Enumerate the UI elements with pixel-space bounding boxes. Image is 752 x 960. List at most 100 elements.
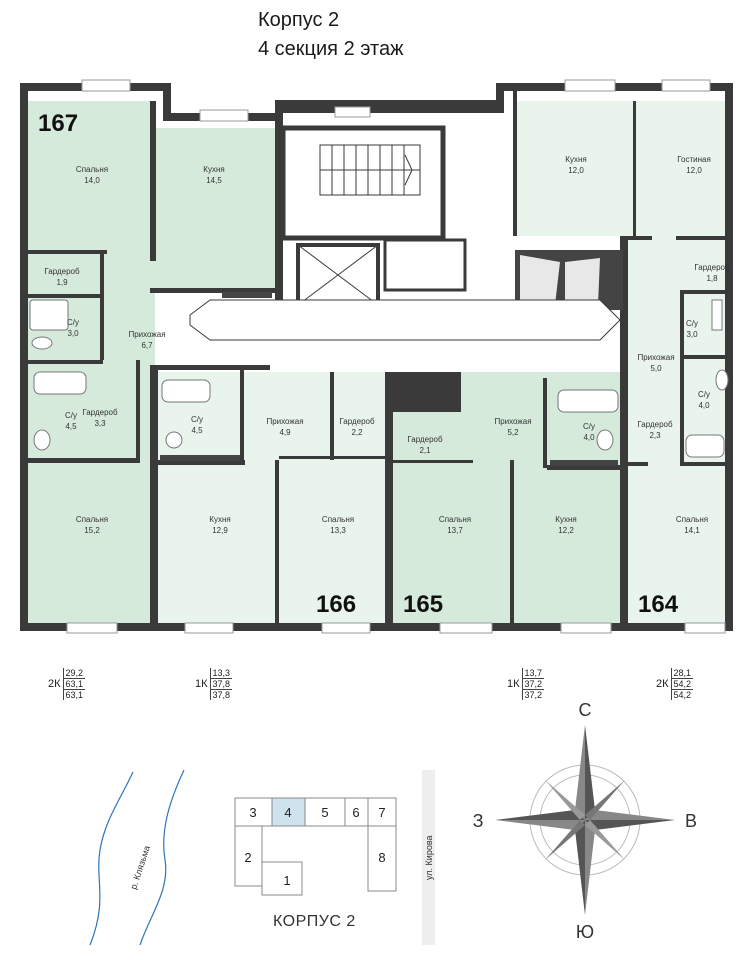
room-area: 12,9 xyxy=(212,526,228,535)
room-area: 1,9 xyxy=(56,278,68,287)
tag-rooms: 2К xyxy=(48,678,61,690)
apt-tag-166: 1К 13,3 37,8 37,8 xyxy=(195,668,233,700)
room-name: Кухня xyxy=(209,515,230,524)
room-name: С/у xyxy=(698,390,710,399)
site-plan: ул. Кирова 3 4 5 6 7 2 1 8 xyxy=(234,770,435,945)
tag-total-area-2: 63,1 xyxy=(65,690,84,700)
compass-west: З xyxy=(473,811,484,831)
stair-core xyxy=(280,125,623,310)
tag-living-area: 13,7 xyxy=(522,668,545,679)
room-name: С/у xyxy=(583,422,595,431)
room-area: 2,3 xyxy=(649,431,661,440)
compass-east: В xyxy=(685,811,697,831)
room-name: Гардероб xyxy=(407,435,443,444)
room-name: С/у xyxy=(65,411,77,420)
section-8 xyxy=(367,825,397,892)
room-area: 4,0 xyxy=(698,401,710,410)
room-name: Гостиная xyxy=(677,155,711,164)
section-5 xyxy=(304,797,346,827)
apt-165-fill xyxy=(393,372,626,623)
room-name: Прихожая xyxy=(266,417,303,426)
river-map xyxy=(89,769,185,946)
section-7 xyxy=(367,797,397,827)
room-area: 12,0 xyxy=(568,166,584,175)
tag-rooms: 1К xyxy=(507,678,520,690)
page-subtitle: 4 секция 2 этаж xyxy=(258,38,404,60)
tag-total-area-2: 37,2 xyxy=(524,690,543,700)
apt-number-164: 164 xyxy=(638,591,679,618)
compass-south: Ю xyxy=(576,922,594,942)
room-area: 4,9 xyxy=(279,428,291,437)
tag-living-area: 29,2 xyxy=(63,668,86,679)
apt-number-166: 166 xyxy=(316,591,356,618)
room-name: С/у xyxy=(67,318,79,327)
room-name: Спальня xyxy=(439,515,471,524)
interior-walls xyxy=(27,101,726,627)
room-area: 4,0 xyxy=(583,433,595,442)
room-area: 3,0 xyxy=(67,329,79,338)
room-area: 2,1 xyxy=(419,446,431,455)
room-area: 15,2 xyxy=(84,526,100,535)
tag-living-area: 13,3 xyxy=(210,668,233,679)
room-area: 14,0 xyxy=(84,176,100,185)
room-name: Кухня xyxy=(203,165,224,174)
room-name: Гардероб xyxy=(44,267,80,276)
room-area: 1,8 xyxy=(706,274,718,283)
room-name: Спальня xyxy=(676,515,708,524)
room-name: Спальня xyxy=(322,515,354,524)
room-area: 13,7 xyxy=(447,526,463,535)
room-name: Кухня xyxy=(565,155,586,164)
room-name: Прихожая xyxy=(494,417,531,426)
tag-total-area: 63,1 xyxy=(63,679,86,690)
tag-total-area-2: 37,8 xyxy=(212,690,231,700)
tag-living-area: 28,1 xyxy=(671,668,694,679)
room-area: 3,0 xyxy=(686,330,698,339)
room-name: Гардероб xyxy=(694,263,730,272)
section-label-3: 3 xyxy=(249,805,256,820)
room-area: 13,3 xyxy=(330,526,346,535)
room-area: 6,7 xyxy=(141,341,153,350)
apt-164-kitchen-fill xyxy=(514,101,725,236)
room-name: Прихожая xyxy=(128,330,165,339)
street-label: ул. Кирова xyxy=(424,835,434,880)
section-2 xyxy=(234,825,263,887)
room-area: 4,5 xyxy=(191,426,203,435)
room-area: 2,2 xyxy=(351,428,363,437)
apt-tag-164: 2К 28,1 54,2 54,2 xyxy=(656,668,694,700)
room-area: 4,5 xyxy=(65,422,77,431)
room-name: С/у xyxy=(191,415,203,424)
section-4 xyxy=(271,797,306,827)
tag-total-area: 54,2 xyxy=(671,679,694,690)
compass-north: С xyxy=(579,700,592,720)
room-name: Гардероб xyxy=(82,408,118,417)
apt-number-165: 165 xyxy=(403,591,443,618)
section-label-6: 6 xyxy=(352,805,359,820)
tag-rooms: 1К xyxy=(195,678,208,690)
kitchen-counters xyxy=(160,292,618,466)
room-name: Прихожая xyxy=(637,353,674,362)
building-label: КОРПУС 2 xyxy=(273,913,356,930)
river-label: р. Клязьма xyxy=(128,844,152,890)
section-label-2: 2 xyxy=(244,850,251,865)
section-3 xyxy=(234,797,273,827)
tag-total-area-2: 54,2 xyxy=(673,690,692,700)
room-area: 12,2 xyxy=(558,526,574,535)
page-title: Корпус 2 xyxy=(258,9,340,31)
room-name: С/у xyxy=(686,319,698,328)
apt-167-kitchen-fill xyxy=(155,128,275,288)
fixtures xyxy=(29,299,729,458)
section-1 xyxy=(261,861,303,896)
corridor xyxy=(189,299,621,341)
room-name: Гардероб xyxy=(637,420,673,429)
room-name: Спальня xyxy=(76,165,108,174)
section-label-1: 1 xyxy=(283,873,290,888)
windows xyxy=(66,79,726,634)
room-area: 12,0 xyxy=(686,166,702,175)
section-label-8: 8 xyxy=(378,850,385,865)
apt-tag-167: 2К 29,2 63,1 63,1 xyxy=(48,668,86,700)
compass-rose: С Ю З В xyxy=(473,700,697,942)
apt-number-167: 167 xyxy=(38,110,78,137)
room-area: 3,3 xyxy=(94,419,106,428)
